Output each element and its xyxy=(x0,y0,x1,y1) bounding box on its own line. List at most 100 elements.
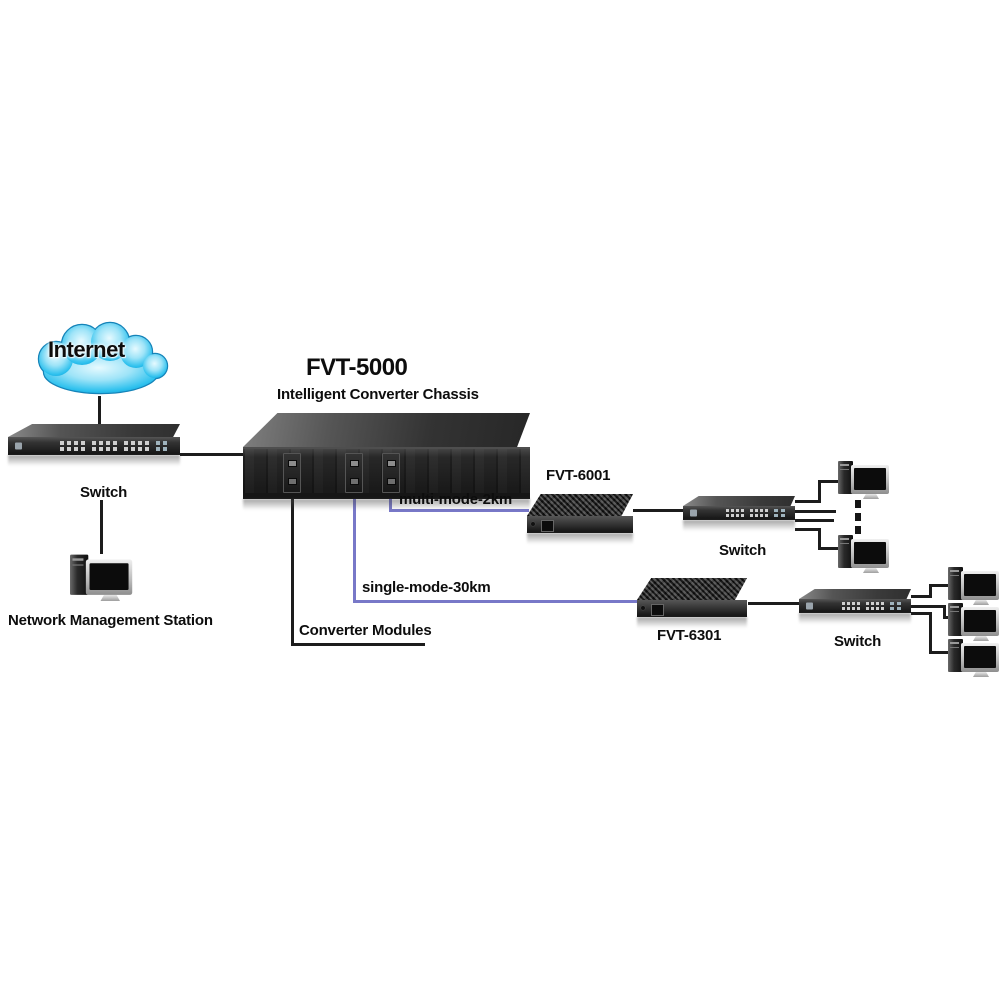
monitor-stand xyxy=(863,494,879,499)
monitor-stand xyxy=(973,600,989,605)
computer-monitor xyxy=(851,465,889,494)
port-group xyxy=(726,509,746,517)
internet-to-core-switch-line xyxy=(98,396,101,438)
core-switch-device xyxy=(8,424,180,466)
converter-fiber-port xyxy=(541,520,554,532)
core-switch-to-nms-line xyxy=(100,500,103,554)
fvt6301-converter-device xyxy=(637,578,747,628)
switch-brand-badge xyxy=(806,602,813,610)
multi-mode-link-label: multi-mode-2km xyxy=(399,491,513,508)
converter-led xyxy=(531,522,535,526)
computer-monitor xyxy=(85,559,133,595)
port-group xyxy=(124,441,150,451)
top-workgroup-switch-device xyxy=(683,496,795,531)
bottom-workgroup-switch-label: Switch xyxy=(834,633,882,650)
nms-label: Network Management Station xyxy=(8,612,213,629)
reflection xyxy=(243,499,530,510)
chassis-top-face xyxy=(243,413,530,447)
switch-top-face xyxy=(8,424,180,437)
computer-tower xyxy=(948,567,963,600)
computer-tower xyxy=(70,554,89,595)
converter-front-face xyxy=(527,516,633,533)
network-management-station-computer xyxy=(70,551,136,602)
fvt6301-label: FVT-6301 xyxy=(657,627,722,644)
computer-monitor xyxy=(961,571,999,600)
computer-monitor xyxy=(961,607,999,636)
bottom-switch-uplink-pc1-line-c xyxy=(929,584,952,587)
converter-modules-leader-line-v xyxy=(291,499,294,646)
monitor-screen xyxy=(854,468,886,490)
switch-front-face xyxy=(8,437,180,455)
monitor-screen xyxy=(89,563,129,591)
ellipsis-dot xyxy=(855,526,861,534)
top-switch-uplink-pc2-line-b xyxy=(818,528,821,550)
switch-brand-badge xyxy=(15,442,22,450)
monitor-screen xyxy=(964,610,996,632)
port-group xyxy=(750,509,770,517)
reflection xyxy=(527,533,633,544)
converter-modules-label: Converter Modules xyxy=(299,622,432,639)
top-switch-stub-line-2 xyxy=(795,519,834,522)
bottom-switch-uplink-pc3-line-b xyxy=(929,612,932,654)
fvt5000-chassis-device xyxy=(243,413,530,510)
bottom-switch-uplink-pc3-line-c xyxy=(929,651,952,654)
computer-tower xyxy=(838,461,853,494)
converter-top-face xyxy=(637,578,747,600)
switch-top-face xyxy=(683,496,795,506)
monitor-screen xyxy=(854,542,886,564)
chassis-front-face xyxy=(243,447,530,499)
monitor-stand xyxy=(863,568,879,573)
port-group xyxy=(842,602,862,610)
bottom-switch-uplink-pc2-line-b xyxy=(943,605,946,619)
computer-monitor xyxy=(961,643,999,672)
bottom-switch-uplink-pc3-line-a xyxy=(911,612,932,615)
workstation-computer xyxy=(948,636,1000,678)
port-group xyxy=(866,602,886,610)
fvt6001-label: FVT-6001 xyxy=(546,467,611,484)
monitor-screen xyxy=(964,574,996,596)
single-mode-fiber-line-v xyxy=(353,499,356,603)
multi-mode-fiber-line-h xyxy=(389,509,529,512)
monitor-screen xyxy=(964,646,996,668)
monitor-stand xyxy=(973,636,989,641)
converter-module-slot-2 xyxy=(345,453,363,493)
converter-module-slot-3 xyxy=(382,453,400,493)
bottom-switch-uplink-pc1-line-b xyxy=(929,584,932,598)
computer-tower xyxy=(948,639,963,672)
top-switch-uplink-pc2-line-c xyxy=(818,547,841,550)
top-switch-uplink-pc2-line-a xyxy=(795,528,821,531)
switch-front-face xyxy=(799,599,911,613)
ellipsis-dot xyxy=(855,513,861,521)
sfp-port-group xyxy=(156,441,168,451)
top-switch-uplink-pc1-line-b xyxy=(818,480,821,503)
port-group xyxy=(60,441,86,451)
chassis-title: FVT-5000 xyxy=(306,354,408,381)
reflection xyxy=(8,455,180,466)
computer-tower xyxy=(838,535,853,568)
bottom-switch-uplink-pc1-line-a xyxy=(911,595,932,598)
top-switch-stub-line-1 xyxy=(793,510,836,513)
top-switch-uplink-pc1-line-c xyxy=(818,480,841,483)
core-switch-to-chassis-line xyxy=(180,453,243,456)
switch-top-face xyxy=(799,589,911,599)
fvt6001-to-top-switch-line xyxy=(633,509,684,512)
sfp-port-group xyxy=(774,509,786,517)
converter-fiber-port xyxy=(651,604,664,616)
reflection xyxy=(799,613,911,624)
port-group xyxy=(92,441,118,451)
reflection xyxy=(683,520,795,531)
sfp-port-group xyxy=(890,602,902,610)
workstation-computer xyxy=(948,564,1000,606)
fvt6001-converter-device xyxy=(527,494,633,544)
switch-front-face xyxy=(683,506,795,520)
internet-label: Internet xyxy=(48,337,125,362)
cloud-icon xyxy=(37,321,169,395)
switch-brand-badge xyxy=(690,509,697,517)
converter-top-face xyxy=(527,494,633,516)
converter-led xyxy=(641,606,645,610)
workstation-computer xyxy=(838,532,892,574)
computer-tower xyxy=(948,603,963,636)
core-switch-label: Switch xyxy=(80,484,128,501)
single-mode-link-label: single-mode-30km xyxy=(362,579,491,596)
